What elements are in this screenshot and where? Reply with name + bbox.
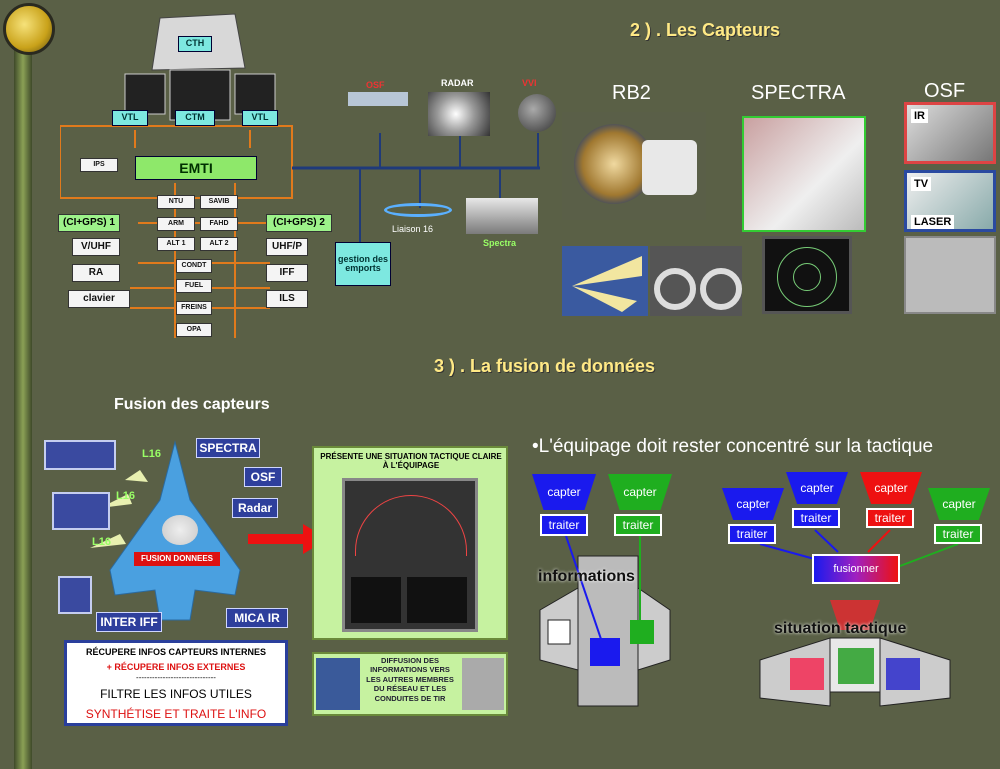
equipage-bullet: •L'équipage doit rester concentré sur la… — [532, 436, 934, 457]
informations-label: informations — [538, 568, 635, 585]
center-box-5: ALT 2 — [200, 237, 238, 251]
gestion-emports-box: gestion des emports — [335, 242, 391, 286]
right-box-2: IFF — [266, 264, 308, 282]
section-title-fusion: 3 ) . La fusion de données — [434, 356, 656, 376]
rb2-inlet-image — [650, 246, 742, 316]
brain-icon — [162, 515, 198, 545]
capter-green-2: capter — [928, 488, 990, 520]
spectra-label: SPECTRA — [751, 82, 846, 104]
traiter-green-1: traiter — [614, 514, 662, 536]
ground-station-image — [58, 576, 92, 614]
center-box-0: NTU — [157, 195, 195, 209]
radar-tag: Radar — [232, 498, 278, 518]
capter-blue-1: capter — [532, 474, 596, 510]
osf-small-label: OSF — [366, 80, 385, 90]
mica-ir-tag: MICA IR — [226, 608, 288, 628]
vtl-right-box: VTL — [242, 110, 278, 126]
right-box-3: ILS — [266, 290, 308, 308]
osf-tag: OSF — [244, 467, 282, 487]
center-box-3: FAHD — [200, 217, 238, 231]
osf-tv-image: TV LASER — [904, 170, 996, 232]
radar-small-image — [428, 92, 490, 136]
info-line-3: ------------------------------ — [136, 673, 216, 682]
center-box-9: OPA — [176, 323, 212, 337]
left-box-3: clavier — [68, 290, 130, 308]
ir-badge: IR — [911, 109, 928, 123]
center-box-4: ALT 1 — [157, 237, 195, 251]
situation-tactique-label: situation tactique — [774, 620, 907, 637]
info-line-2: + RÉCUPERE INFOS EXTERNES — [106, 662, 246, 672]
awacs-image — [44, 440, 116, 470]
fusion-donnees-tag: FUSION DONNEES — [134, 552, 220, 566]
cockpit-left-diagram — [539, 535, 671, 707]
fusionner-box: fusionner — [812, 554, 900, 584]
ctm-box: CTM — [175, 110, 215, 126]
center-box-6: CONDT — [176, 259, 212, 273]
tactical-screen — [342, 478, 478, 632]
red-arrow-icon — [248, 524, 328, 554]
center-box-7: FUEL — [176, 279, 212, 293]
diffusion-panel: DIFFUSION DES INFORMATIONS VERS LES AUTR… — [312, 652, 508, 716]
traiter-blue-2: traiter — [728, 524, 776, 544]
spectra-tag: SPECTRA — [196, 438, 260, 458]
fusion-info-box: RÉCUPERE INFOS CAPTEURS INTERNES + RÉCUP… — [64, 640, 288, 726]
rb2-label: RB2 — [612, 82, 651, 104]
info-line-1: RÉCUPERE INFOS CAPTEURS INTERNES — [85, 647, 267, 657]
spectra-pod-image — [742, 116, 866, 232]
l16-label-c: L16 — [92, 536, 111, 548]
cockpit-right-diagram — [759, 529, 959, 707]
emti-box: EMTI — [135, 156, 257, 180]
l16-label-a: L16 — [142, 448, 161, 460]
rb2-radar-image — [562, 112, 706, 220]
fusion-capteurs-heading: Fusion des capteurs — [114, 396, 270, 413]
traiter-blue-1: traiter — [540, 514, 588, 536]
capter-blue-3: capter — [786, 472, 848, 504]
cth-box: CTH — [178, 36, 212, 52]
spectra-display-image — [762, 236, 852, 314]
helmet-small-image — [518, 94, 556, 132]
vvi-small-label: VVI — [522, 78, 537, 88]
inter-iff-tag: INTER IFF — [96, 612, 162, 632]
center-box-2: ARM — [157, 217, 195, 231]
right-box-1: UHF/P — [266, 238, 308, 256]
osf-ir-image: IR — [904, 102, 996, 164]
osf-label: OSF — [924, 80, 966, 102]
rb2-beam-image — [562, 246, 648, 316]
tv-badge: TV — [911, 177, 932, 191]
diffusion-photo — [316, 658, 360, 710]
liaison16-ring — [384, 203, 452, 217]
left-box-1: V/UHF — [72, 238, 120, 256]
present-text: PRÉSENTE UNE SITUATION TACTIQUE CLAIRE À… — [320, 452, 502, 470]
traiter-green-2: traiter — [934, 524, 982, 544]
laser-badge: LASER — [911, 215, 955, 229]
diffusion-text: DIFFUSION DES INFORMATIONS VERS LES AUTR… — [366, 656, 454, 703]
l16-label-b: L16 — [116, 490, 135, 502]
capter-red: capter — [860, 472, 922, 504]
section-title-capteurs: 2 ) . Les Capteurs — [630, 20, 781, 40]
osf-hud-image — [904, 236, 996, 314]
traiter-red: traiter — [866, 508, 914, 528]
ips-box: IPS — [80, 158, 118, 172]
radar-small-label: RADAR — [441, 78, 474, 88]
capter-blue-2: capter — [722, 488, 784, 520]
left-box-0: (CI+GPS) 1 — [58, 214, 120, 232]
osf-small-image — [348, 92, 408, 106]
pilot-image — [462, 658, 504, 710]
info-line-4: FILTRE LES INFOS UTILES — [100, 687, 252, 701]
tactical-display-panel: PRÉSENTE UNE SITUATION TACTIQUE CLAIRE À… — [312, 446, 508, 640]
liaison16-label: Liaison 16 — [392, 224, 434, 234]
spectra-small-image — [466, 198, 538, 234]
right-box-0: (CI+GPS) 2 — [266, 214, 332, 232]
capter-green-1: capter — [608, 474, 672, 510]
vtl-left-box: VTL — [112, 110, 148, 126]
left-decorative-bar — [14, 36, 32, 769]
fighter-formation-image — [52, 492, 110, 530]
traiter-blue-3: traiter — [792, 508, 840, 528]
logo-icon — [3, 3, 55, 55]
center-box-8: FREINS — [176, 301, 212, 315]
center-box-1: SAVIB — [200, 195, 238, 209]
left-box-2: RA — [72, 264, 120, 282]
info-line-5: SYNTHÉTISE ET TRAITE L'INFO — [85, 707, 267, 721]
spectra-small-label: Spectra — [483, 238, 517, 248]
